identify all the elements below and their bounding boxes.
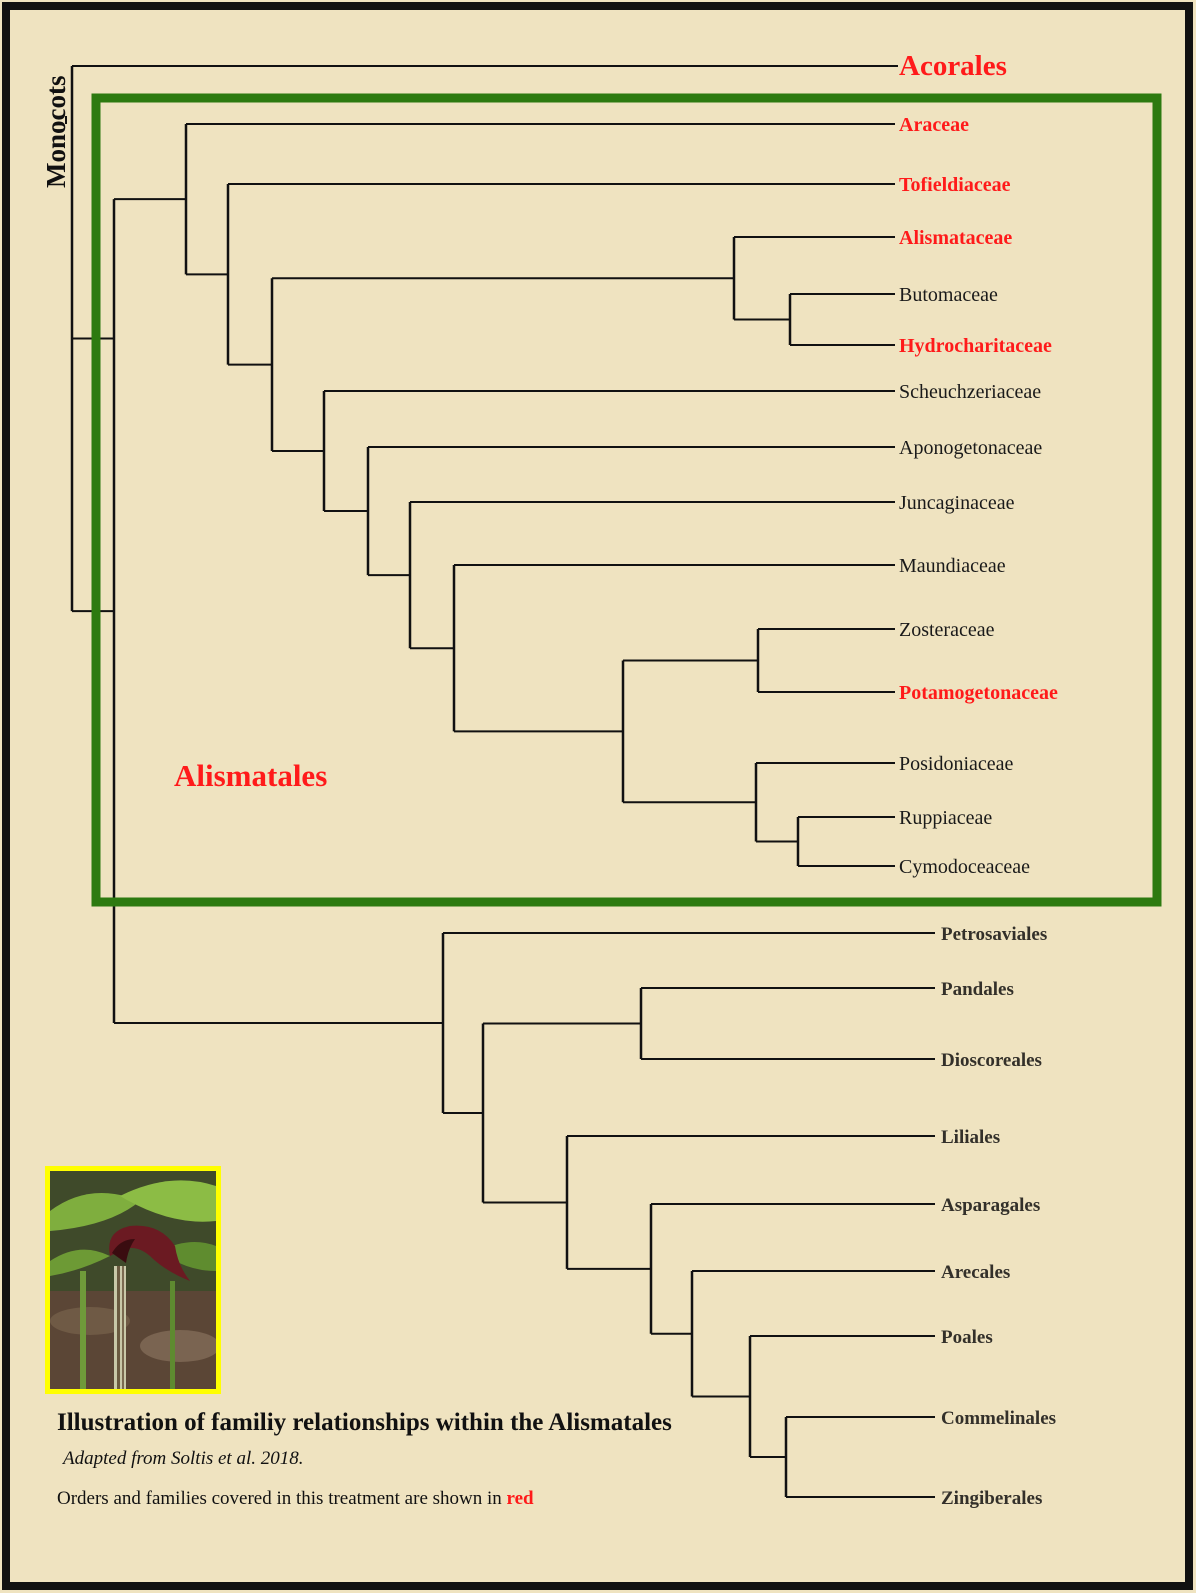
caption-source: Adapted from Soltis et al. 2018. <box>63 1448 303 1469</box>
caption-note: Orders and families covered in this trea… <box>57 1488 502 1509</box>
taxon-label-aponogetonaceae: Aponogetonaceae <box>899 437 1042 459</box>
taxon-label-cymodoceaceae: Cymodoceaceae <box>899 856 1030 878</box>
taxon-label-alismataceae: Alismataceae <box>899 227 1012 249</box>
taxon-label-juncaginaceae: Juncaginaceae <box>899 492 1015 514</box>
figure-caption: Illustration of familiy relationships wi… <box>57 1406 677 1512</box>
taxon-label-zosteraceae: Zosteraceae <box>899 619 995 641</box>
taxon-label-tofieldiaceae: Tofieldiaceae <box>899 174 1011 196</box>
taxon-label-petrosaviales: Petrosaviales <box>941 924 1047 945</box>
taxon-label-poales: Poales <box>941 1327 993 1348</box>
taxon-label-zingiberales: Zingiberales <box>941 1488 1042 1509</box>
taxon-label-dioscoreales: Dioscoreales <box>941 1050 1042 1071</box>
taxon-label-posidoniaceae: Posidoniaceae <box>899 753 1014 775</box>
alismatales-label: Alismatales <box>174 758 327 793</box>
monocots-label: Monocots <box>41 76 71 188</box>
taxon-label-commelinales: Commelinales <box>941 1408 1056 1429</box>
taxon-label-araceae: Araceae <box>899 114 969 136</box>
taxon-label-arecales: Arecales <box>941 1262 1010 1283</box>
taxon-label-scheuchzeriaceae: Scheuchzeriaceae <box>899 381 1041 403</box>
taxon-label-liliales: Liliales <box>941 1127 1000 1148</box>
taxon-label-ruppiaceae: Ruppiaceae <box>899 807 992 829</box>
taxon-label-maundiaceae: Maundiaceae <box>899 555 1006 577</box>
taxon-label-butomaceae: Butomaceae <box>899 284 998 306</box>
taxon-label-acorales: Acorales <box>899 50 1007 82</box>
plant-photo-illustration <box>50 1171 216 1389</box>
jack-in-the-pulpit-photo <box>45 1166 221 1394</box>
caption-note-red: red <box>507 1488 534 1509</box>
caption-title: Illustration of familiy relationships wi… <box>57 1409 672 1436</box>
taxon-label-potamogetonaceae: Potamogetonaceae <box>899 682 1058 704</box>
taxon-label-asparagales: Asparagales <box>941 1195 1040 1216</box>
taxon-label-hydrocharitaceae: Hydrocharitaceae <box>899 335 1052 357</box>
taxon-label-pandales: Pandales <box>941 979 1014 1000</box>
